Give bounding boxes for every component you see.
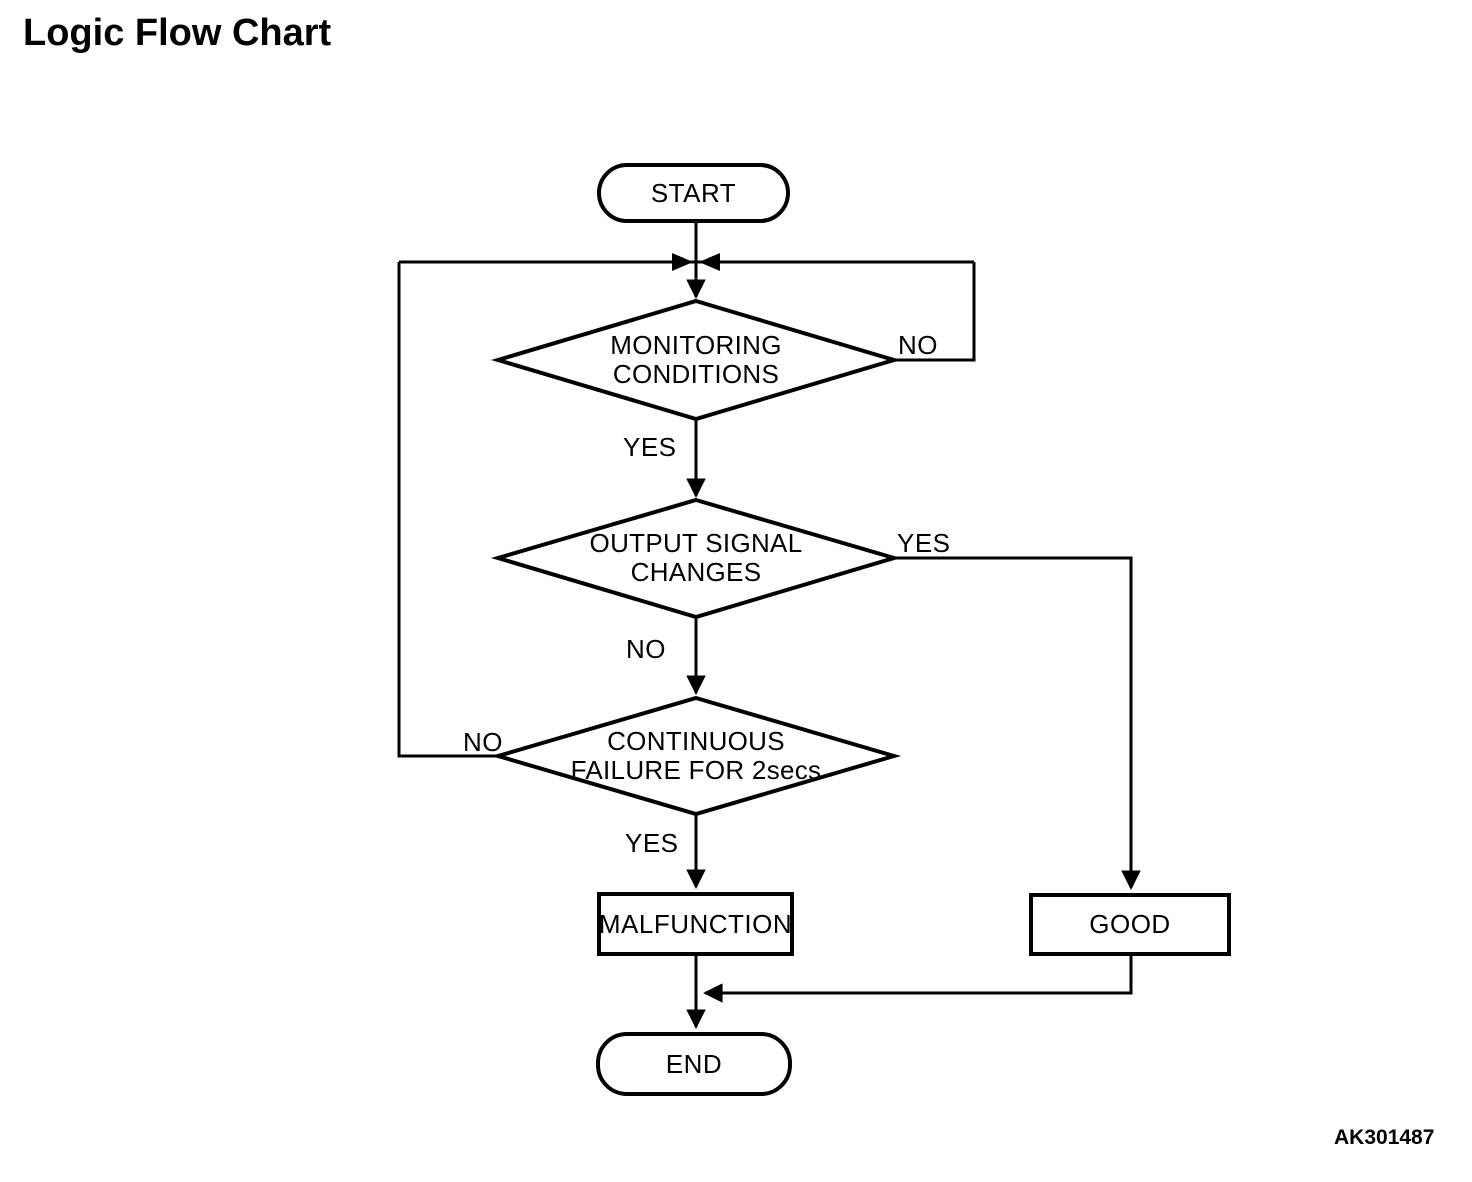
decision-output-signal-changes <box>490 497 902 620</box>
start-node: START <box>597 163 790 223</box>
edge-monitoring-no-loop <box>894 262 976 362</box>
decision-monitoring-conditions <box>490 298 902 422</box>
output-signal-changes-label: OUTPUT SIGNAL CHANGES <box>526 529 866 587</box>
decision-continuous-failure <box>490 695 902 817</box>
edge-continuous-no-loop <box>397 262 500 758</box>
edge-label-output-yes: YES <box>897 528 951 558</box>
edge-label-monitoring-yes: YES <box>623 432 677 462</box>
edge-output-yes <box>894 556 1141 890</box>
continuous-label-line1: CONTINUOUS <box>607 726 785 756</box>
monitoring-label-line1: MONITORING <box>610 330 782 360</box>
malfunction-node: MALFUNCTION <box>597 892 794 956</box>
end-node: END <box>596 1032 792 1096</box>
continuous-label-line2: FAILURE FOR 2secs <box>570 755 822 785</box>
figure-code: AK301487 <box>1334 1126 1435 1149</box>
output-label-line2: CHANGES <box>630 557 762 587</box>
edge-label-output-no: NO <box>626 634 666 664</box>
monitoring-label-line2: CONDITIONS <box>612 359 780 389</box>
output-label-line1: OUTPUT SIGNAL <box>589 528 803 558</box>
good-node: GOOD <box>1029 893 1231 956</box>
continuous-failure-label: CONTINUOUS FAILURE FOR 2secs <box>526 727 866 785</box>
malfunction-node-label: MALFUNCTION <box>598 908 793 939</box>
monitoring-conditions-label: MONITORING CONDITIONS <box>526 331 866 389</box>
edge-label-monitoring-no: NO <box>898 330 938 360</box>
edge-label-continuous-no: NO <box>463 727 503 757</box>
junction-arrowhead-right <box>699 253 720 271</box>
edge-good-to-join <box>703 956 1133 1003</box>
junction-arrowhead-left <box>672 253 693 271</box>
edge-label-continuous-yes: YES <box>625 828 679 858</box>
start-node-label: START <box>650 177 737 208</box>
page-title: Logic Flow Chart <box>23 12 332 54</box>
good-node-label: GOOD <box>1089 909 1171 939</box>
end-node-label: END <box>665 1048 723 1079</box>
